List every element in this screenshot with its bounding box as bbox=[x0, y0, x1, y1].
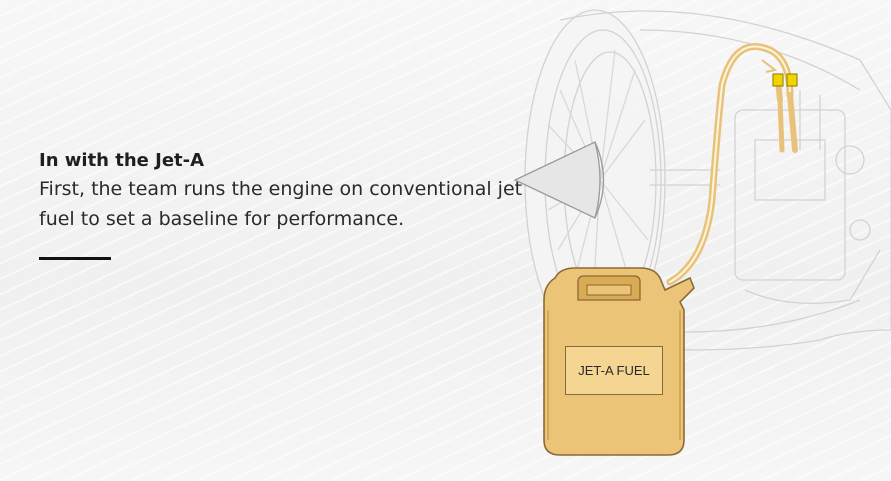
text-panel: In with the Jet-A First, the team runs t… bbox=[39, 148, 539, 234]
fuel-can-label: JET-A FUEL bbox=[565, 346, 663, 395]
engine-spinner-icon bbox=[513, 141, 605, 219]
hose-connector-icon bbox=[772, 73, 798, 87]
slide-heading: In with the Jet-A bbox=[39, 150, 205, 171]
engine-and-fuel-can-illustration bbox=[513, 9, 891, 456]
accent-rule bbox=[39, 257, 111, 260]
slide-body: First, the team runs the engine on conve… bbox=[39, 178, 523, 230]
flow-arrow-icon bbox=[761, 59, 778, 73]
